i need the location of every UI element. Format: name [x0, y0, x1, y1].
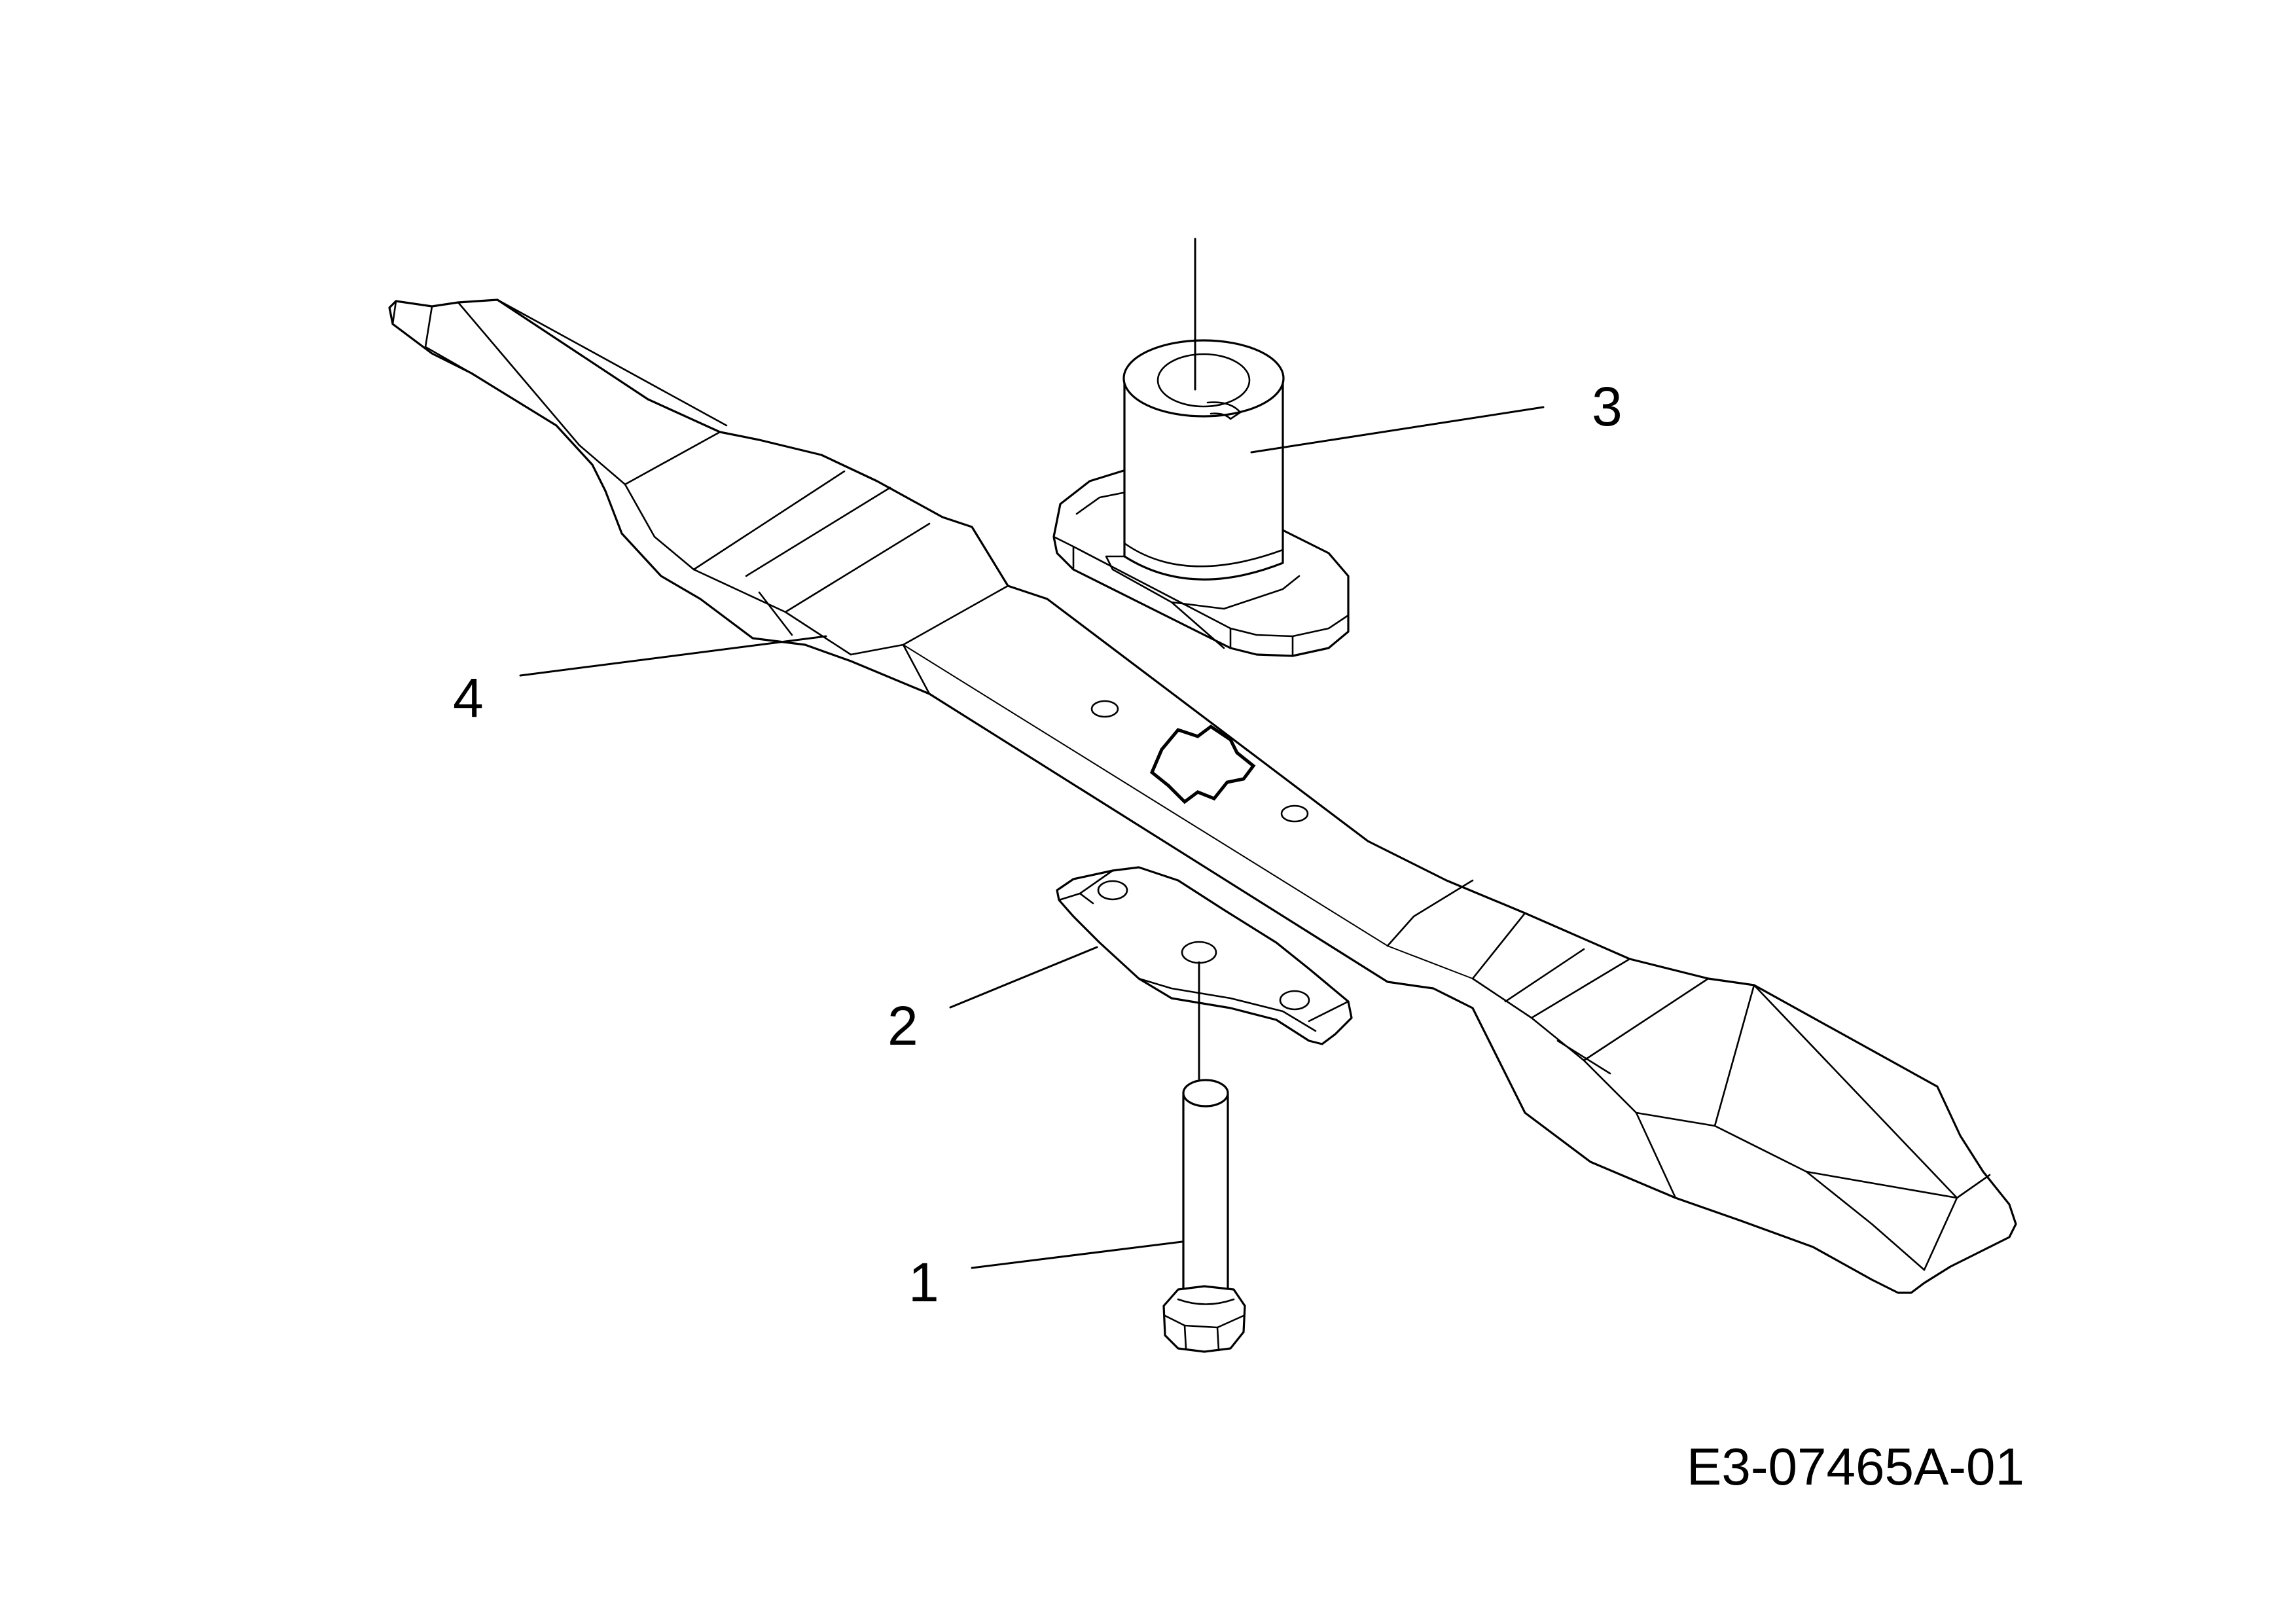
mower-blade	[388, 298, 2017, 1294]
blade-bolt	[1162, 1079, 1246, 1353]
leader-line-2	[949, 946, 1098, 1009]
callout-3: 3	[1592, 376, 1623, 437]
blade-mounting-hole-left	[1090, 700, 1119, 718]
leader-line-3	[1250, 406, 1545, 454]
callout-2: 2	[888, 995, 918, 1056]
blade-stiffener	[1056, 866, 1353, 1045]
leader-line-1	[971, 1240, 1183, 1269]
leader-line-4	[519, 635, 827, 677]
blade-star-hole	[1149, 724, 1256, 804]
drawing-number: E3-07465A-01	[1687, 1437, 2024, 1496]
callout-4: 4	[453, 667, 484, 729]
blade-adapter	[1052, 339, 1350, 657]
blade-mounting-hole-right	[1280, 804, 1309, 823]
callout-1: 1	[908, 1252, 939, 1313]
